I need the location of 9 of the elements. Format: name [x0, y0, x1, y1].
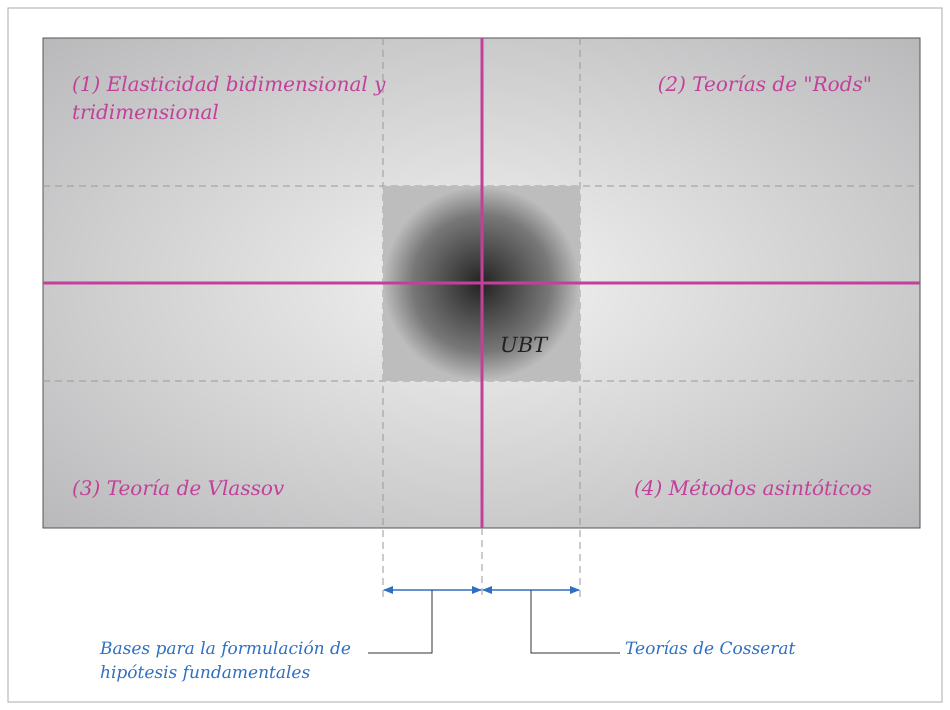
quadrant-label: (4) Métodos asintóticos: [634, 475, 872, 502]
quadrant-label: (2) Teorías de "Rods": [658, 71, 872, 98]
annotation-text: Teorías de Cosserat: [625, 637, 825, 661]
annotation-text: Bases para la formulación de hipótesis fundamentales: [100, 637, 365, 685]
center-label: UBT: [500, 333, 570, 357]
quadrant-label: (1) Elasticidad bidimensional y tridimensional: [72, 71, 386, 126]
quadrant-label: (3) Teoría de Vlassov: [72, 475, 284, 502]
leader-line: [368, 590, 432, 654]
leader-line: [530, 590, 620, 654]
